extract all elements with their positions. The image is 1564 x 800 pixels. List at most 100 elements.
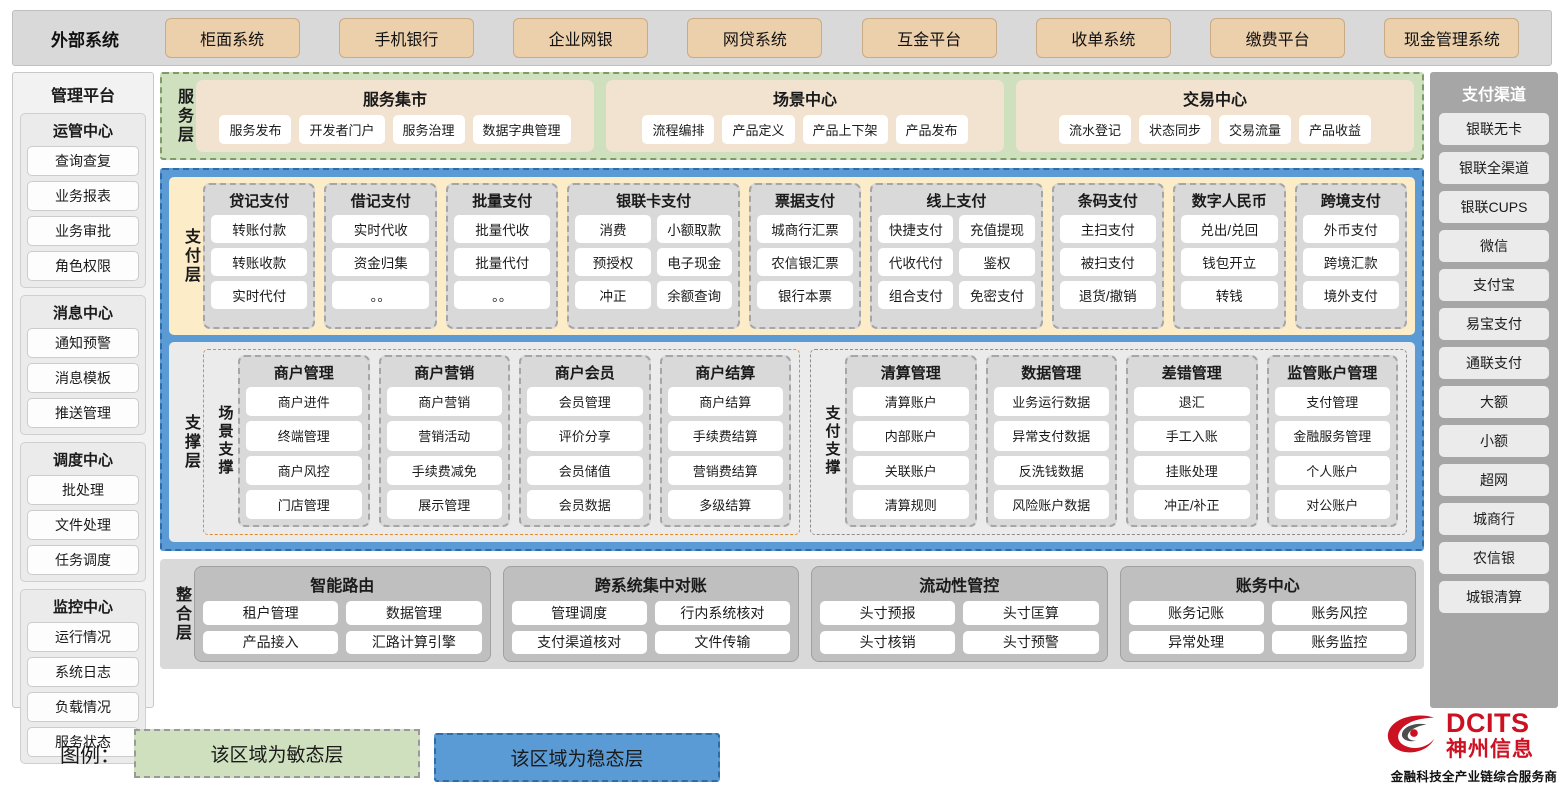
support-chip[interactable]: 展示管理 bbox=[386, 489, 502, 519]
management-item[interactable]: 业务审批 bbox=[27, 216, 139, 246]
service-chip[interactable]: 流水登记 bbox=[1058, 115, 1131, 144]
service-chip[interactable]: 状态同步 bbox=[1138, 115, 1211, 144]
external-system-chip[interactable]: 互金平台 bbox=[861, 18, 997, 58]
management-item[interactable]: 负载情况 bbox=[27, 692, 139, 722]
support-chip[interactable]: 多级结算 bbox=[667, 489, 783, 519]
payment-chip[interactable]: 转账付款 bbox=[211, 215, 308, 243]
management-item[interactable]: 系统日志 bbox=[27, 657, 139, 687]
payment-channel-item[interactable]: 易宝支付 bbox=[1439, 308, 1549, 340]
support-chip[interactable]: 营销费结算 bbox=[667, 455, 783, 485]
integration-chip[interactable]: 头寸预报 bbox=[820, 601, 956, 625]
payment-chip[interactable]: 鉴权 bbox=[959, 248, 1035, 276]
support-chip[interactable]: 会员储值 bbox=[527, 455, 643, 485]
payment-channel-item[interactable]: 微信 bbox=[1439, 230, 1549, 262]
support-chip[interactable]: 对公账户 bbox=[1274, 489, 1390, 519]
integration-chip[interactable]: 头寸匡算 bbox=[963, 601, 1099, 625]
payment-channel-item[interactable]: 超网 bbox=[1439, 464, 1549, 496]
external-system-chip[interactable]: 缴费平台 bbox=[1210, 18, 1346, 58]
integration-chip[interactable]: 头寸预警 bbox=[963, 630, 1099, 654]
support-chip[interactable]: 门店管理 bbox=[246, 489, 362, 519]
support-chip[interactable]: 业务运行数据 bbox=[993, 387, 1109, 417]
support-chip[interactable]: 会员数据 bbox=[527, 489, 643, 519]
management-item[interactable]: 消息模板 bbox=[27, 363, 139, 393]
payment-chip[interactable]: 免密支付 bbox=[959, 281, 1035, 309]
integration-chip[interactable]: 产品接入 bbox=[203, 630, 339, 654]
support-chip[interactable]: 异常支付数据 bbox=[993, 421, 1109, 451]
support-chip[interactable]: 金融服务管理 bbox=[1274, 421, 1390, 451]
payment-channel-item[interactable]: 通联支付 bbox=[1439, 347, 1549, 379]
support-chip[interactable]: 风险账户数据 bbox=[993, 489, 1109, 519]
support-chip[interactable]: 内部账户 bbox=[853, 421, 969, 451]
support-chip[interactable]: 支付管理 bbox=[1274, 387, 1390, 417]
support-chip[interactable]: 商户进件 bbox=[246, 387, 362, 417]
external-system-chip[interactable]: 企业网银 bbox=[513, 18, 649, 58]
integration-chip[interactable]: 汇路计算引擎 bbox=[346, 630, 482, 654]
payment-chip[interactable]: 小额取款 bbox=[656, 215, 732, 243]
support-chip[interactable]: 商户风控 bbox=[246, 455, 362, 485]
payment-chip[interactable]: 农信银汇票 bbox=[756, 248, 854, 276]
management-item[interactable]: 服务状态 bbox=[27, 727, 139, 757]
service-chip[interactable]: 数据字典管理 bbox=[472, 115, 571, 144]
management-item[interactable]: 文件处理 bbox=[27, 510, 139, 540]
management-item[interactable]: 查询查复 bbox=[27, 146, 139, 176]
payment-chip[interactable]: 实时代付 bbox=[211, 281, 308, 309]
management-item[interactable]: 任务调度 bbox=[27, 545, 139, 575]
integration-chip[interactable]: 账务风控 bbox=[1271, 601, 1407, 625]
payment-chip[interactable]: 跨境汇款 bbox=[1302, 248, 1400, 276]
payment-channel-item[interactable]: 支付宝 bbox=[1439, 269, 1549, 301]
support-chip[interactable]: 退汇 bbox=[1134, 387, 1250, 417]
support-chip[interactable]: 会员管理 bbox=[527, 387, 643, 417]
support-chip[interactable]: 反洗钱数据 bbox=[993, 455, 1109, 485]
service-chip[interactable]: 服务治理 bbox=[392, 115, 465, 144]
payment-chip[interactable]: 组合支付 bbox=[878, 281, 954, 309]
integration-chip[interactable]: 账务监控 bbox=[1271, 630, 1407, 654]
integration-chip[interactable]: 数据管理 bbox=[346, 601, 482, 625]
support-chip[interactable]: 关联账户 bbox=[853, 455, 969, 485]
support-chip[interactable]: 终端管理 bbox=[246, 421, 362, 451]
payment-chip[interactable]: 代收代付 bbox=[878, 248, 954, 276]
integration-chip[interactable]: 租户管理 bbox=[203, 601, 339, 625]
external-system-chip[interactable]: 网贷系统 bbox=[687, 18, 823, 58]
support-chip[interactable]: 商户营销 bbox=[386, 387, 502, 417]
payment-chip[interactable]: 实时代收 bbox=[332, 215, 429, 243]
payment-chip[interactable]: 预授权 bbox=[575, 248, 651, 276]
integration-chip[interactable]: 异常处理 bbox=[1128, 630, 1264, 654]
payment-chip[interactable]: 余额查询 bbox=[656, 281, 732, 309]
support-chip[interactable]: 清算账户 bbox=[853, 387, 969, 417]
management-item[interactable]: 运行情况 bbox=[27, 622, 139, 652]
payment-chip[interactable]: 主扫支付 bbox=[1059, 215, 1157, 243]
service-chip[interactable]: 服务发布 bbox=[219, 115, 292, 144]
payment-chip[interactable]: 兑出/兑回 bbox=[1181, 215, 1278, 243]
integration-chip[interactable]: 账务记账 bbox=[1128, 601, 1264, 625]
service-chip[interactable]: 产品发布 bbox=[895, 115, 968, 144]
service-chip[interactable]: 开发者门户 bbox=[299, 115, 385, 144]
support-chip[interactable]: 营销活动 bbox=[386, 421, 502, 451]
service-chip[interactable]: 交易流量 bbox=[1219, 115, 1292, 144]
payment-channel-item[interactable]: 银联CUPS bbox=[1439, 191, 1549, 223]
integration-chip[interactable]: 头寸核销 bbox=[820, 630, 956, 654]
support-chip[interactable]: 个人账户 bbox=[1274, 455, 1390, 485]
external-system-chip[interactable]: 收单系统 bbox=[1035, 18, 1171, 58]
support-chip[interactable]: 手续费减免 bbox=[386, 455, 502, 485]
support-chip[interactable]: 冲正/补正 bbox=[1134, 489, 1250, 519]
payment-channel-item[interactable]: 城商行 bbox=[1439, 503, 1549, 535]
support-chip[interactable]: 评价分享 bbox=[527, 421, 643, 451]
management-item[interactable]: 业务报表 bbox=[27, 181, 139, 211]
external-system-chip[interactable]: 现金管理系统 bbox=[1384, 18, 1520, 58]
payment-channel-item[interactable]: 小额 bbox=[1439, 425, 1549, 457]
payment-chip[interactable]: 。。 bbox=[453, 281, 551, 309]
payment-chip[interactable]: 充值提现 bbox=[959, 215, 1035, 243]
integration-chip[interactable]: 行内系统核对 bbox=[654, 601, 790, 625]
service-chip[interactable]: 产品收益 bbox=[1299, 115, 1372, 144]
payment-chip[interactable]: 境外支付 bbox=[1302, 281, 1400, 309]
payment-chip[interactable]: 退货/撤销 bbox=[1059, 281, 1157, 309]
support-chip[interactable]: 手工入账 bbox=[1134, 421, 1250, 451]
external-system-chip[interactable]: 手机银行 bbox=[338, 18, 474, 58]
management-item[interactable]: 角色权限 bbox=[27, 251, 139, 281]
service-chip[interactable]: 流程编排 bbox=[642, 115, 715, 144]
payment-chip[interactable]: 城商行汇票 bbox=[756, 215, 854, 243]
support-chip[interactable]: 手续费结算 bbox=[667, 421, 783, 451]
payment-chip[interactable]: 转账收款 bbox=[211, 248, 308, 276]
payment-chip[interactable]: 快捷支付 bbox=[878, 215, 954, 243]
external-system-chip[interactable]: 柜面系统 bbox=[164, 18, 300, 58]
